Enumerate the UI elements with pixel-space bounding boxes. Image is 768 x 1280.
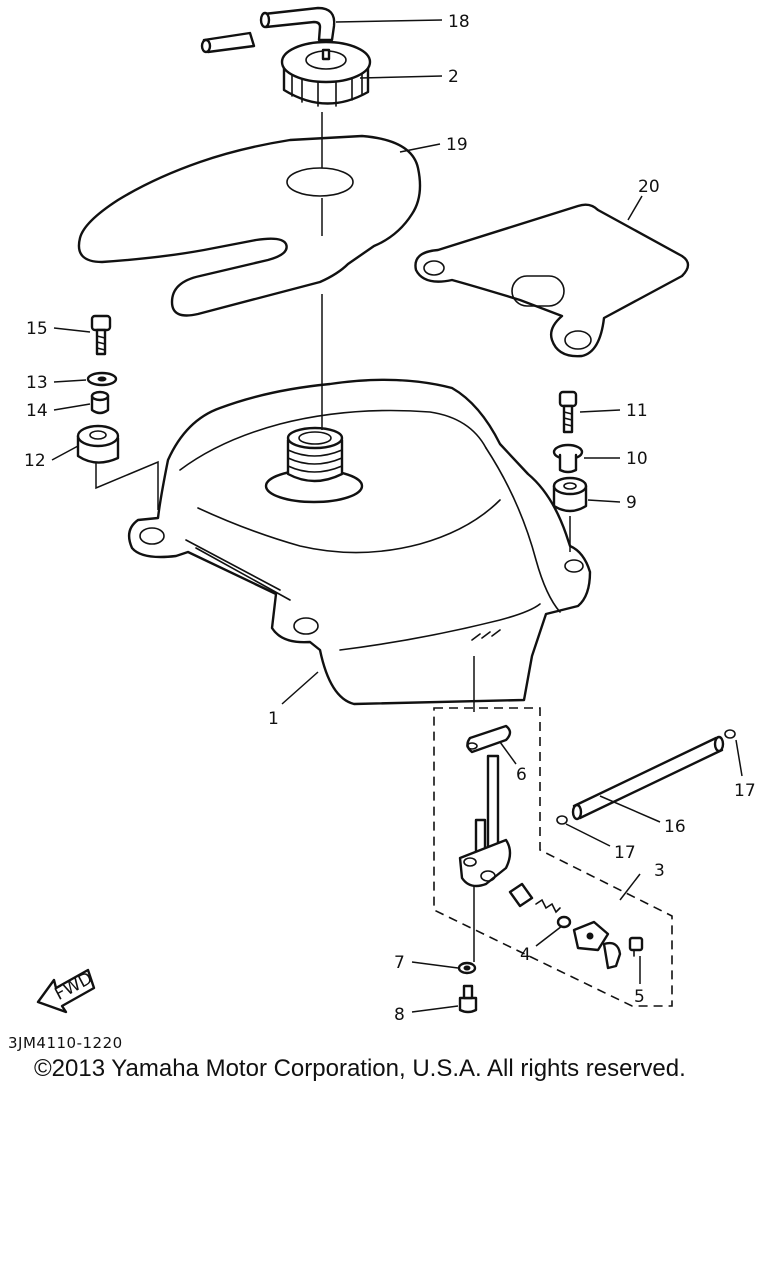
callout-4: 4: [520, 945, 531, 965]
callout-18: 18: [448, 12, 470, 32]
callout-5: 5: [634, 987, 645, 1007]
callout-14: 14: [26, 401, 48, 421]
leader-lines: [51, 19, 743, 1013]
gasket-part-6: [466, 724, 512, 754]
hose-clip-part-17a: [724, 729, 736, 739]
fuel-tank-part-1: [127, 378, 592, 706]
callout-19: 19: [446, 135, 468, 155]
collar-part-14: [90, 390, 110, 415]
gasket-plate-part-20: [414, 203, 690, 358]
callout-3: 3: [654, 861, 665, 881]
callout-17-a: 17: [734, 781, 756, 801]
drain-bolt-part-8: [458, 984, 478, 1014]
callout-6: 6: [516, 765, 527, 785]
fuel-cap-part-2: [280, 40, 372, 107]
callout-15: 15: [26, 319, 48, 339]
bolt-part-15: [90, 314, 112, 356]
fuel-cock-assembly-box: [433, 707, 673, 1007]
fuel-hose-part-16: [571, 735, 725, 821]
callout-12: 12: [24, 451, 46, 471]
damper-guide-line-left: [95, 460, 159, 510]
damper-part-12: [76, 424, 120, 464]
collar-part-10: [552, 443, 584, 474]
hose-clip-part-17b: [556, 815, 568, 825]
callout-2: 2: [448, 67, 459, 87]
breather-hose-part-18: [200, 6, 336, 54]
callout-9: 9: [626, 493, 637, 513]
callout-8: 8: [394, 1005, 405, 1025]
callout-17-b: 17: [614, 843, 636, 863]
diagram-code: 3JM4110-1220: [8, 1034, 123, 1052]
washer-part-7: [457, 961, 477, 975]
washer-part-13: [86, 371, 118, 387]
callout-11: 11: [626, 401, 648, 421]
fuel-cock-body-part-3: [458, 754, 512, 888]
damper-part-9: [552, 476, 588, 513]
callout-10: 10: [626, 449, 648, 469]
callout-7: 7: [394, 953, 405, 973]
fuel-cock-valve-parts: [508, 882, 572, 929]
copyright-notice: ©2013 Yamaha Motor Corporation, U.S.A. A…: [34, 1055, 686, 1082]
tank-pad-part-19: [77, 134, 422, 317]
callout-numbers: 18 2 19 20 15 13 14 12 11 10 9 1 6 16 17…: [24, 12, 756, 1025]
forward-arrow-icon: FWD: [36, 968, 96, 1014]
callout-13: 13: [26, 373, 48, 393]
callout-20: 20: [638, 177, 660, 197]
lever-plate-part-5: [572, 920, 644, 970]
bolt-part-11: [558, 390, 578, 434]
callout-1: 1: [268, 709, 279, 729]
callout-16: 16: [664, 817, 686, 837]
